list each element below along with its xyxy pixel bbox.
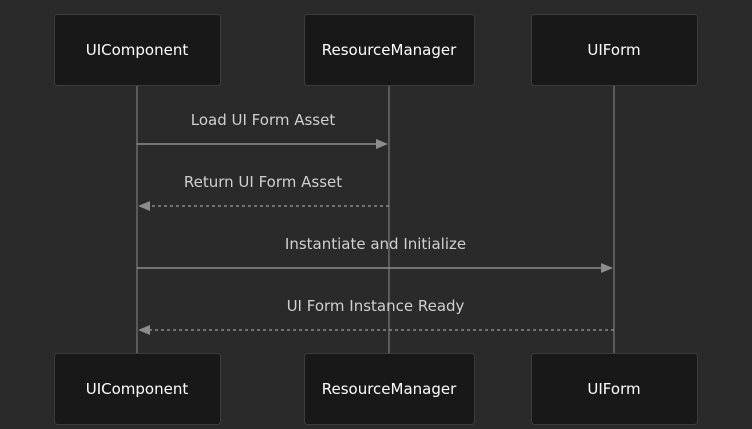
arrowhead-icon: [376, 139, 388, 149]
participant-label: UIForm: [587, 380, 640, 398]
participant-box: [531, 14, 698, 86]
participant-resourcemanager-top: ResourceManager: [304, 14, 475, 86]
participant-resourcemanager-bottom: ResourceManager: [304, 353, 475, 425]
participant-uiform-top: UIForm: [531, 14, 698, 86]
message-3: Instantiate and Initialize: [137, 235, 613, 273]
message-1: Load UI Form Asset: [137, 111, 388, 149]
message-label: UI Form Instance Ready: [287, 297, 465, 315]
message-2: Return UI Form Asset: [138, 173, 389, 211]
arrowhead-icon: [601, 263, 613, 273]
arrowhead-icon: [138, 201, 150, 211]
lifelines: [136, 85, 615, 353]
participant-box: [304, 14, 475, 86]
participant-box: [54, 353, 221, 425]
participant-uicomponent-top: UIComponent: [54, 14, 221, 86]
participant-box: [304, 353, 475, 425]
participants: UIComponentUIComponentResourceManagerRes…: [54, 14, 698, 425]
participant-box: [531, 353, 698, 425]
participant-label: UIComponent: [86, 41, 189, 59]
message-label: Load UI Form Asset: [191, 111, 336, 129]
participant-label: UIForm: [587, 41, 640, 59]
participant-label: UIComponent: [86, 380, 189, 398]
participant-uiform-bottom: UIForm: [531, 353, 698, 425]
message-label: Instantiate and Initialize: [285, 235, 466, 253]
message-label: Return UI Form Asset: [184, 173, 342, 191]
message-4: UI Form Instance Ready: [138, 297, 614, 335]
participant-uicomponent-bottom: UIComponent: [54, 353, 221, 425]
participant-label: ResourceManager: [322, 41, 457, 59]
arrowhead-icon: [138, 325, 150, 335]
participant-box: [54, 14, 221, 86]
participant-label: ResourceManager: [322, 380, 457, 398]
